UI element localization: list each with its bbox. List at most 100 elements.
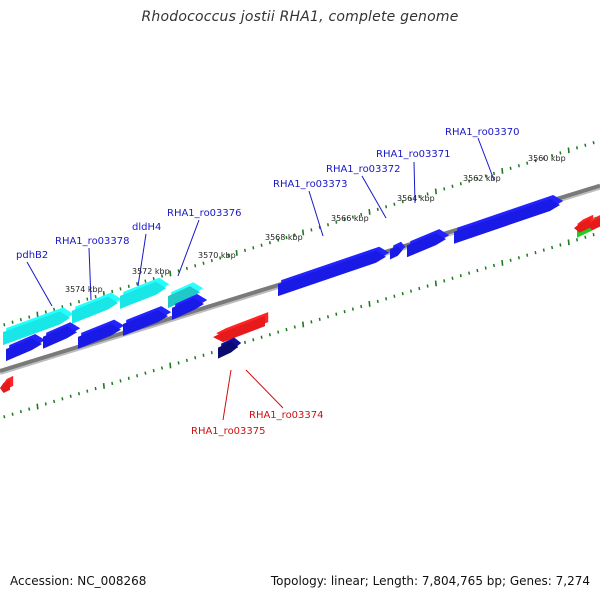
gene-body[interactable] xyxy=(213,316,265,343)
scale-tick xyxy=(584,235,587,239)
forward-gene[interactable] xyxy=(407,229,450,258)
gene-body[interactable] xyxy=(3,311,70,346)
scale-tick xyxy=(210,350,213,355)
gene-label[interactable]: RHA1_ro03371 xyxy=(376,149,451,160)
cyan-gene[interactable] xyxy=(72,292,122,324)
gene-label[interactable]: dldH4 xyxy=(132,222,161,233)
scale-tick xyxy=(418,194,421,199)
gene-body[interactable] xyxy=(43,326,77,349)
gene-body[interactable] xyxy=(278,250,386,297)
scale-tick xyxy=(277,238,280,242)
scale-tick xyxy=(302,321,305,328)
forward-gene[interactable] xyxy=(6,334,46,362)
scale-tick xyxy=(451,184,454,188)
forward-gene[interactable] xyxy=(390,241,406,260)
scale-tick xyxy=(252,338,255,342)
navy-gene[interactable] xyxy=(218,337,242,359)
gene-label[interactable]: RHA1_ro03373 xyxy=(273,179,348,190)
gene-body[interactable] xyxy=(218,341,238,359)
gene-body[interactable] xyxy=(6,338,42,362)
gene-label[interactable]: RHA1_ro03374 xyxy=(249,410,324,421)
scale-tick xyxy=(393,202,396,206)
gene-label[interactable]: RHA1_ro03370 xyxy=(445,127,520,138)
gene-body[interactable] xyxy=(168,286,200,309)
gene-label[interactable]: RHA1_ro03378 xyxy=(55,236,130,247)
forward-gene[interactable] xyxy=(78,319,125,349)
forward-gene[interactable] xyxy=(454,194,564,244)
scale-tick xyxy=(318,317,321,321)
scale-tick xyxy=(559,243,562,247)
scale-tick xyxy=(77,300,81,304)
cyan-gene[interactable] xyxy=(3,307,74,346)
forward-gene[interactable] xyxy=(123,306,172,336)
gene-body[interactable] xyxy=(454,198,560,244)
scale-tick xyxy=(534,158,537,163)
scale-tick xyxy=(185,358,188,362)
scale-label: 3570 kbp xyxy=(198,251,236,260)
cyan-gene[interactable] xyxy=(120,277,170,309)
scale-tick xyxy=(243,340,247,345)
scale-tick xyxy=(194,264,197,268)
gene-label[interactable]: RHA1_ro03375 xyxy=(191,426,266,437)
gene-body[interactable] xyxy=(0,379,10,393)
scale-tick xyxy=(551,245,554,250)
gene-body[interactable] xyxy=(574,218,590,233)
gene-body[interactable] xyxy=(123,310,168,336)
scale-tick xyxy=(252,246,255,250)
scale-tick xyxy=(393,294,396,298)
scale-tick xyxy=(335,312,338,316)
gene-label[interactable]: RHA1_ro03372 xyxy=(326,164,401,175)
scale-tick xyxy=(368,300,371,307)
scale-tick xyxy=(102,383,105,389)
scale-tick xyxy=(302,229,305,236)
scale-tick xyxy=(202,261,205,265)
scale-tick xyxy=(169,270,172,277)
gene-label[interactable]: RHA1_ro03376 xyxy=(167,208,242,219)
genome-summary-text: Topology: linear; Length: 7,804,765 bp; … xyxy=(270,574,590,588)
scale-tick xyxy=(11,320,14,324)
reverse-gene[interactable] xyxy=(213,312,269,343)
scale-tick xyxy=(53,399,56,404)
gene-body[interactable] xyxy=(72,296,118,324)
gene-body[interactable] xyxy=(407,233,446,258)
scale-tick xyxy=(152,276,155,281)
scale-tick xyxy=(310,320,313,324)
gene-body[interactable] xyxy=(390,245,402,260)
scale-label: 3564 kbp xyxy=(397,194,435,203)
scale-tick xyxy=(144,371,147,375)
gene-body[interactable] xyxy=(78,323,121,349)
scale-tick xyxy=(293,233,296,237)
forward-gene[interactable] xyxy=(43,322,81,349)
gene-features[interactable] xyxy=(0,194,600,393)
gene-body[interactable] xyxy=(120,281,166,309)
scale-tick xyxy=(385,297,388,301)
scale-tick xyxy=(459,274,462,278)
scale-tick xyxy=(492,263,496,268)
label-leader xyxy=(245,369,284,409)
scale-tick xyxy=(160,274,164,278)
scale-tick xyxy=(227,253,230,258)
scale-tick xyxy=(152,368,155,373)
gene-label[interactable]: pdhB2 xyxy=(16,250,48,261)
forward-gene[interactable] xyxy=(172,293,208,320)
gene-body[interactable] xyxy=(588,217,600,231)
scale-tick xyxy=(28,407,31,411)
scale-tick xyxy=(127,284,130,288)
page-title: Rhodococcus jostii RHA1, complete genome xyxy=(141,9,459,25)
gene-body[interactable] xyxy=(172,297,204,320)
scale-tick xyxy=(3,415,6,419)
scale-tick xyxy=(136,374,139,378)
scale-tick xyxy=(409,289,413,293)
scale-tick xyxy=(326,315,330,319)
forward-gene[interactable] xyxy=(278,246,390,297)
scale-tick xyxy=(44,310,47,314)
reverse-gene[interactable] xyxy=(0,375,14,393)
label-leaders xyxy=(26,137,495,421)
reverse-gene[interactable] xyxy=(588,214,600,231)
scale-tick xyxy=(542,156,545,160)
scale-tick xyxy=(360,212,363,217)
scale-tick xyxy=(476,176,479,181)
cyan-gene[interactable] xyxy=(168,282,204,309)
scale-tick xyxy=(351,307,354,311)
